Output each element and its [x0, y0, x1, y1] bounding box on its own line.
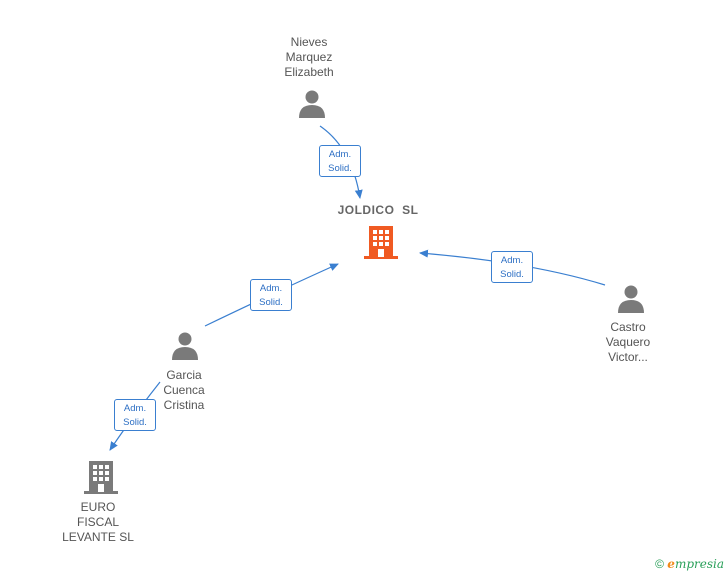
relation-badge-line-1: Adm. — [123, 403, 147, 414]
relation-badge-garcia-to-main[interactable]: Adm. Solid. — [250, 279, 292, 311]
brand-initial: e — [667, 557, 675, 571]
node-euro-line-2: FISCAL — [76, 515, 119, 529]
node-euro-line-3: LEVANTE SL — [62, 530, 134, 544]
relation-badge-line-2: Solid. — [328, 163, 352, 174]
relation-badge-line-1: Adm. — [328, 149, 352, 160]
relation-badge-line-2: Solid. — [500, 269, 524, 280]
building-icon[interactable] — [364, 224, 398, 260]
relation-badge-line-1: Adm. — [259, 283, 283, 294]
node-garcia-label[interactable]: Garcia Cuenca Cristina — [124, 368, 244, 413]
person-icon[interactable] — [170, 331, 200, 361]
relation-badge-nieves-to-main[interactable]: Adm. Solid. — [319, 145, 361, 177]
node-main-label[interactable]: JOLDICO SL — [337, 203, 419, 217]
node-castro-line-1: Castro — [610, 320, 646, 334]
node-nieves-line-3: Elizabeth — [284, 65, 334, 79]
node-euro-label[interactable]: EURO FISCAL LEVANTE SL — [38, 500, 158, 545]
node-euro-line-1: EURO — [80, 500, 116, 514]
relation-badge-line-2: Solid. — [259, 297, 283, 308]
relation-badge-castro-to-main[interactable]: Adm. Solid. — [491, 251, 533, 283]
node-garcia-line-1: Garcia — [166, 368, 202, 382]
copyright-symbol: © — [655, 557, 664, 571]
node-garcia-line-3: Cristina — [163, 398, 205, 412]
relation-badge-garcia-to-euro[interactable]: Adm. Solid. — [114, 399, 156, 431]
node-garcia-line-2: Cuenca — [163, 383, 205, 397]
node-castro-line-2: Vaquero — [605, 335, 651, 349]
relation-badge-line-2: Solid. — [123, 417, 147, 428]
person-icon[interactable] — [616, 284, 646, 314]
person-icon[interactable] — [297, 89, 327, 119]
building-icon[interactable] — [84, 459, 118, 495]
brand-name: mpresia — [674, 557, 724, 571]
footer-brand[interactable]: © empresia — [655, 557, 724, 571]
node-nieves-line-2: Marquez — [285, 50, 333, 64]
node-nieves-line-1: Nieves — [290, 35, 328, 49]
node-castro-line-3: Victor... — [608, 350, 648, 364]
relation-badge-line-1: Adm. — [500, 255, 524, 266]
node-castro-label[interactable]: Castro Vaquero Victor... — [568, 320, 688, 365]
node-nieves-label[interactable]: Nieves Marquez Elizabeth — [249, 35, 369, 80]
